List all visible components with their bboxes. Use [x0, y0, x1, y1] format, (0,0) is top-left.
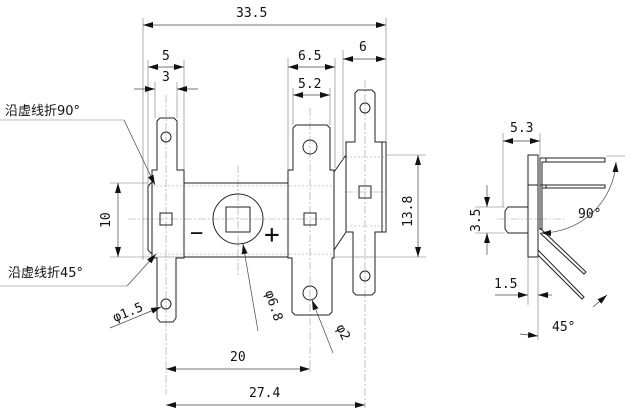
dim-hole-small: φ1.5	[111, 300, 146, 326]
side-boss	[504, 206, 529, 234]
note-fold-90: 沿虚线折90°	[5, 104, 80, 119]
front-view: − +	[0, 6, 426, 408]
plus-mark: +	[264, 220, 280, 250]
middle-terminal	[287, 124, 335, 316]
dim-hole-center: φ6.8	[261, 289, 285, 323]
pin-90-lower	[540, 184, 606, 189]
dim-right-height: 13.8	[401, 196, 416, 227]
dim-overall-width: 33.5	[236, 6, 267, 21]
note-fold-45: 沿虚线折45°	[8, 266, 83, 281]
hole-icon	[359, 102, 371, 114]
center-hole	[212, 193, 264, 245]
right-terminal	[345, 89, 387, 296]
dim-mid-tab-outer: 6.5	[298, 49, 321, 64]
dim-boss: 3.5	[469, 209, 484, 232]
dimension-lines	[0, 22, 421, 408]
hole-icon	[359, 270, 371, 282]
dim-pitch-27-4: 27.4	[249, 386, 280, 401]
centerlines	[128, 80, 385, 408]
pin-45-upper	[539, 227, 587, 275]
dim-pitch-20: 20	[230, 350, 246, 365]
dim-angle-45: 45°	[552, 320, 575, 335]
minus-mark: −	[190, 221, 203, 246]
hole-icon	[302, 139, 318, 155]
dim-thickness: 1.5	[494, 277, 517, 292]
dim-mid-tab-inner: 5.2	[298, 77, 321, 92]
side-plate	[527, 154, 539, 258]
dim-left-tab-inner: 3	[162, 70, 170, 85]
dim-right-tab: 6	[359, 40, 367, 55]
pin-45-lower	[537, 249, 585, 300]
dim-depth: 5.3	[510, 121, 533, 136]
side-view: 5.3 3.5 1.5 90° 45°	[469, 121, 625, 340]
dim-body-height: 10	[99, 212, 114, 228]
hole-icon	[160, 131, 172, 143]
hole-icon	[302, 285, 318, 301]
fold-lines	[148, 156, 386, 255]
hole-icon	[160, 298, 172, 310]
dim-angle-90: 90°	[578, 207, 601, 222]
square-mark	[159, 212, 173, 226]
dim-hole-mid: φ2	[332, 322, 352, 343]
side-dimension-lines	[484, 138, 619, 338]
side-extension-lines	[475, 133, 625, 340]
dim-left-tab-outer: 5	[162, 49, 170, 64]
